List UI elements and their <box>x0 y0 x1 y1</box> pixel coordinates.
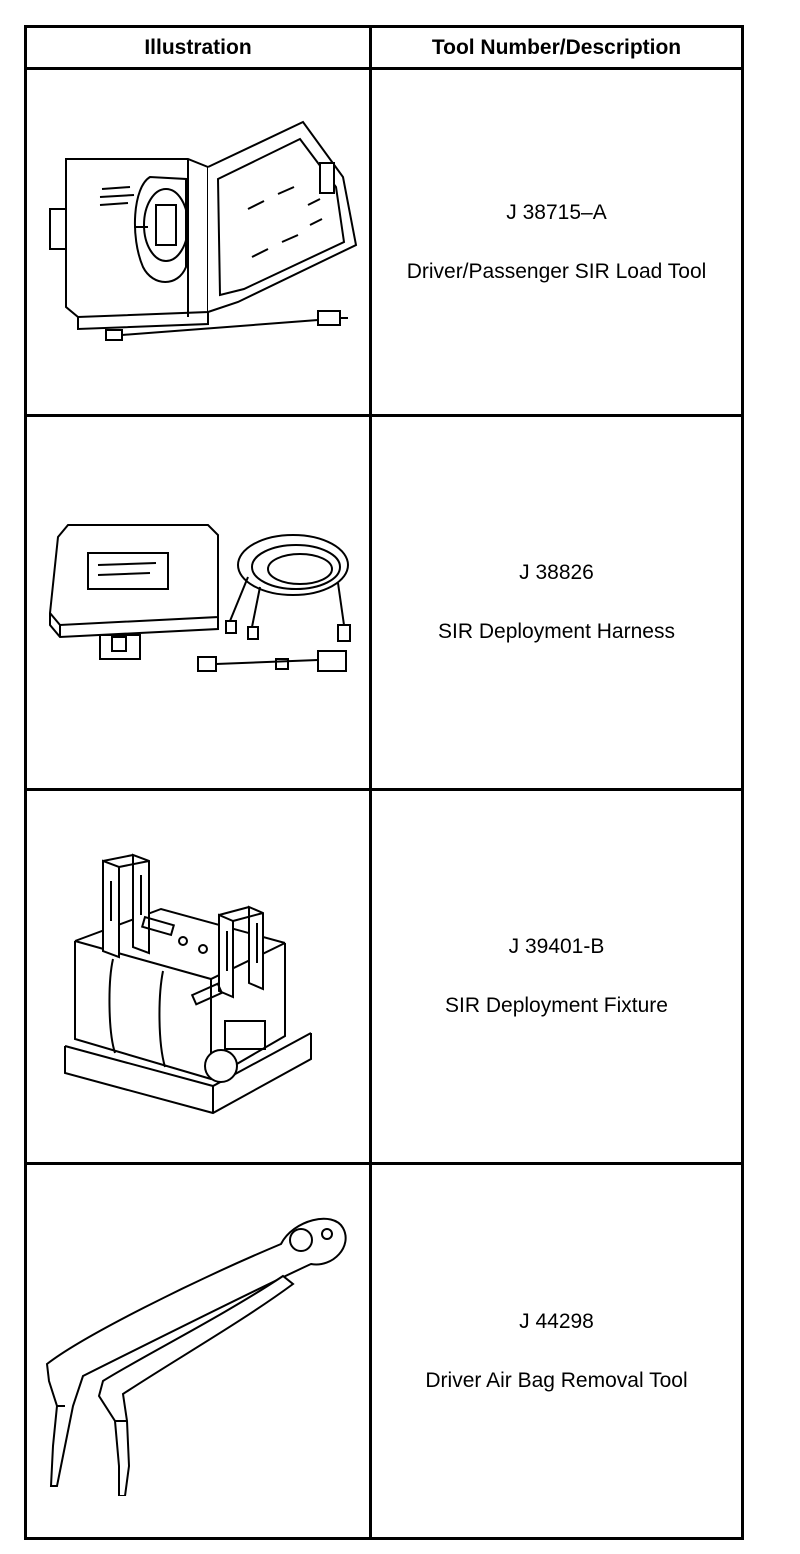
illustration-cell <box>24 67 372 417</box>
tool-description: Driver/Passenger SIR Load Tool <box>406 259 707 283</box>
header-illustration: Illustration <box>24 25 372 70</box>
tool-description: Driver Air Bag Removal Tool <box>425 1368 688 1392</box>
deployment-harness-case-icon <box>38 517 358 687</box>
table-row: J 44298 Driver Air Bag Removal Tool <box>24 1161 744 1541</box>
table-row: J 38715–A Driver/Passenger SIR Load Tool <box>24 67 744 417</box>
table-header-row: Illustration Tool Number/Description <box>24 25 744 70</box>
special-tools-table: Illustration Tool Number/Description <box>24 25 744 1541</box>
tool-cell: J 39401-B SIR Deployment Fixture <box>369 787 744 1165</box>
tool-description: SIR Deployment Fixture <box>445 994 668 1018</box>
table-row: J 38826 SIR Deployment Harness <box>24 413 744 791</box>
tool-number: J 39401-B <box>508 935 605 959</box>
table-row: J 39401-B SIR Deployment Fixture <box>24 787 744 1165</box>
tool-number: J 38826 <box>519 561 594 585</box>
illustration-cell <box>24 413 372 791</box>
header-tool-number-description: Tool Number/Description <box>369 25 744 70</box>
tool-cell: J 38715–A Driver/Passenger SIR Load Tool <box>369 67 744 417</box>
tool-description: SIR Deployment Harness <box>438 620 675 644</box>
illustration-cell <box>24 1161 372 1541</box>
tool-number: J 44298 <box>519 1309 594 1333</box>
tool-number: J 38715–A <box>506 200 607 224</box>
deployment-fixture-icon <box>53 831 343 1121</box>
sir-load-tool-case-icon <box>38 117 358 367</box>
air-bag-removal-tool-icon <box>43 1206 353 1496</box>
tool-cell: J 44298 Driver Air Bag Removal Tool <box>369 1161 744 1541</box>
tool-cell: J 38826 SIR Deployment Harness <box>369 413 744 791</box>
illustration-cell <box>24 787 372 1165</box>
